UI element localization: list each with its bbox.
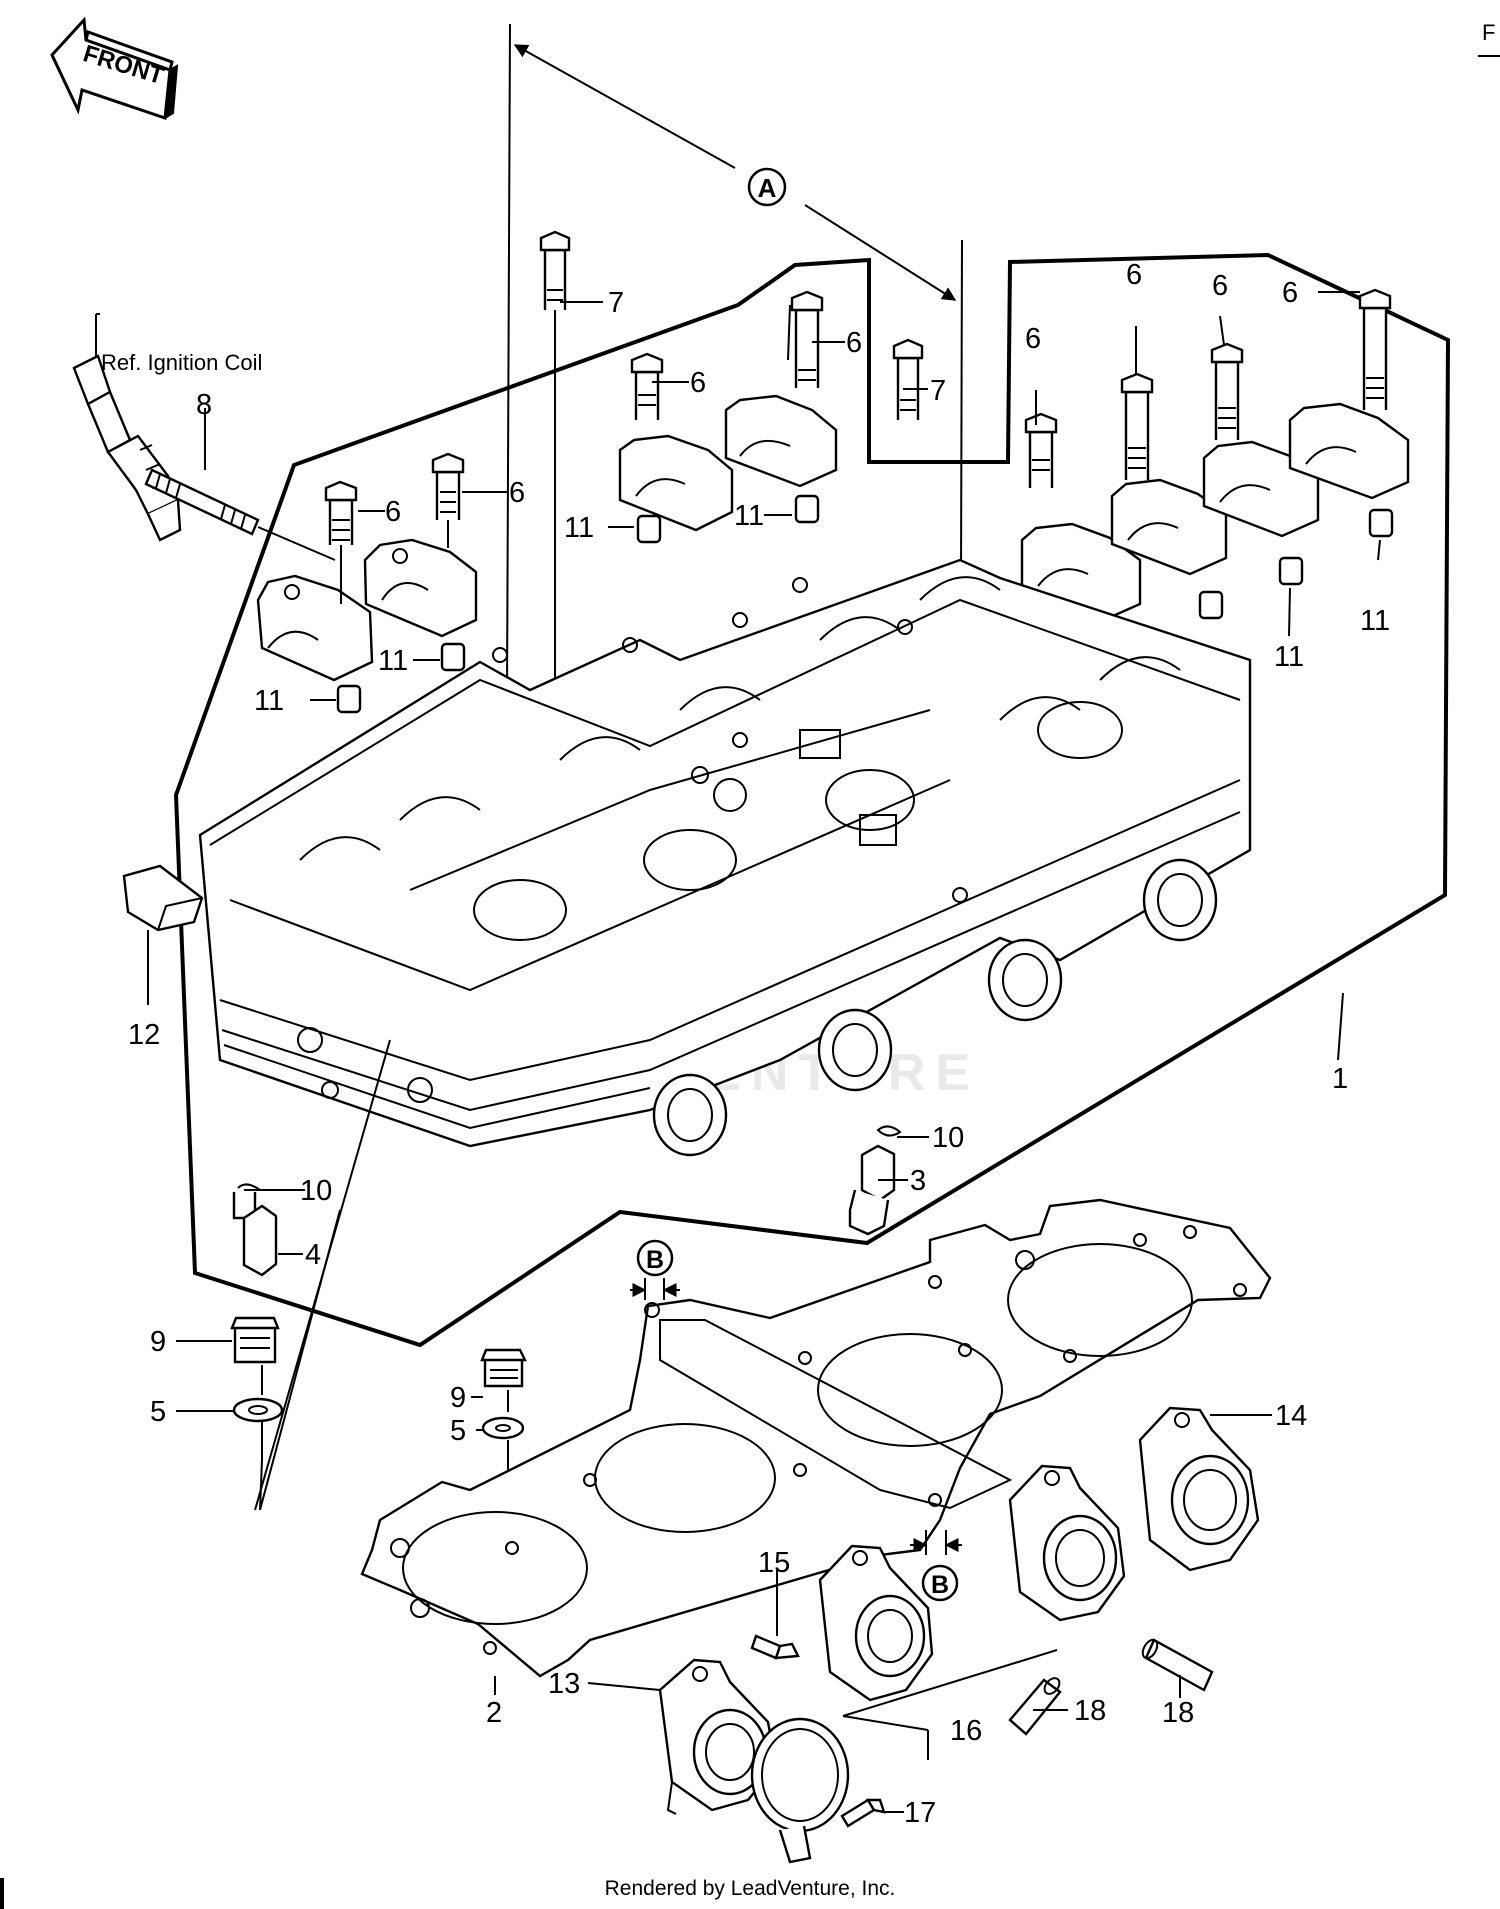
stud-part-8 [144, 408, 336, 561]
callout-18-left: 18 [1074, 1695, 1106, 1727]
callout-5-center: 5 [450, 1415, 466, 1447]
callout-11-e: 11 [1274, 641, 1304, 673]
leader-lines [176, 291, 1381, 1813]
head-gasket [360, 1198, 1272, 1695]
ref-ignition-coil-label: Ref. Ignition Coil [101, 350, 262, 375]
cylinder-head [198, 558, 1252, 1157]
corner-mark: F [1482, 20, 1495, 45]
assembly-boundary [173, 252, 1451, 1348]
callout-3: 3 [910, 1165, 926, 1197]
callout-7-right: 7 [930, 375, 946, 407]
callout-14: 14 [1275, 1400, 1307, 1432]
plugs-and-washers [230, 1039, 527, 1511]
callout-6-c: 6 [385, 496, 401, 528]
callout-17: 17 [904, 1797, 936, 1829]
front-arrow-icon: FRONT [50, 16, 179, 121]
callout-13: 13 [548, 1668, 580, 1700]
reference-b-bottom: B [910, 1530, 962, 1602]
cap-part-12 [122, 864, 204, 1005]
callout-11-f: 11 [1360, 605, 1390, 637]
callout-11-a: 11 [564, 512, 594, 544]
callout-6-d: 6 [509, 477, 525, 509]
dowels [336, 494, 1394, 714]
callout-11-d: 11 [254, 685, 284, 717]
marker-a: A [758, 173, 777, 203]
hoses [1008, 1638, 1214, 1736]
marker-b-bottom: B [931, 1571, 949, 1599]
camshaft-caps-left [256, 538, 478, 682]
marker-b-top: B [646, 1246, 664, 1274]
bolts-left [324, 452, 465, 604]
callout-12: 12 [128, 1019, 160, 1051]
callout-8: 8 [196, 389, 212, 421]
callout-7-left: 7 [608, 287, 624, 319]
callout-11-c: 11 [378, 645, 408, 677]
carburetor-holders [658, 1406, 1260, 1864]
callout-10-left: 10 [300, 1175, 332, 1207]
callout-10-right: 10 [932, 1122, 964, 1154]
callout-1: 1 [1332, 1063, 1348, 1095]
callout-5-left: 5 [150, 1396, 166, 1428]
spark-plug [72, 313, 182, 542]
callout-2: 2 [486, 1697, 502, 1729]
valve-guides [232, 1125, 902, 1277]
callout-9-center: 9 [450, 1382, 466, 1414]
callout-6-a: 6 [690, 367, 706, 399]
callout-6-f: 6 [1126, 259, 1142, 291]
callout-6-h: 6 [1282, 277, 1298, 309]
left-edge-mark [0, 1878, 4, 1909]
callout-18-right: 18 [1162, 1697, 1194, 1729]
callout-15: 15 [758, 1547, 790, 1579]
camshaft-caps-center [539, 230, 924, 760]
callout-16: 16 [950, 1715, 982, 1747]
footer-credit: Rendered by LeadVenture, Inc. [605, 1877, 896, 1900]
callout-6-e: 6 [1025, 323, 1041, 355]
callout-9-left: 9 [150, 1326, 166, 1358]
callout-6-g: 6 [1212, 270, 1228, 302]
reference-b-top: B [630, 1239, 680, 1300]
callout-11-b: 11 [734, 500, 764, 532]
callout-4: 4 [305, 1239, 321, 1271]
callout-6-b: 6 [846, 327, 862, 359]
bolts-right [1024, 288, 1392, 488]
callouts: 7 7 6 6 6 6 6 6 6 6 11 11 11 11 11 11 8 … [128, 259, 1390, 1829]
